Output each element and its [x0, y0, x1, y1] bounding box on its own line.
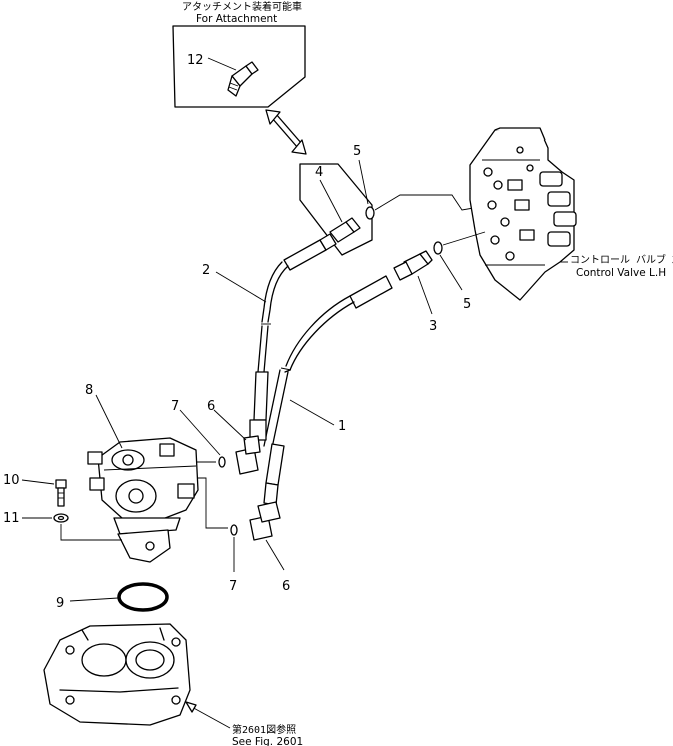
adapter-inset-frame [299, 163, 373, 256]
attachment-inset-frame [172, 25, 306, 108]
part-8-pump-assembly [87, 437, 199, 563]
leader-6a [213, 409, 247, 441]
leader-6b [265, 539, 285, 571]
leader-8 [95, 394, 123, 449]
callout-9: 9 [56, 596, 64, 611]
part-12-elbow-fitting [227, 61, 259, 97]
callout-4: 4 [315, 165, 323, 180]
callout-1: 1 [338, 419, 346, 434]
part-5-o-ring-upper [365, 206, 375, 220]
leader-valve-upper [374, 194, 486, 211]
callout-8: 8 [85, 383, 93, 398]
part-2-hose [249, 233, 337, 441]
part-5-o-ring-lower [433, 241, 443, 255]
leader-4 [319, 179, 343, 223]
callout-5b: 5 [463, 297, 471, 312]
leader-valve-lower [442, 231, 486, 246]
callout-7b: 7 [229, 579, 237, 594]
part-7-o-ring-upper [218, 456, 226, 468]
leader-10 [21, 479, 55, 485]
callout-6b: 6 [282, 579, 290, 594]
part-6-elbow-lower [249, 501, 281, 541]
leader-7a [179, 409, 221, 456]
callout-7a: 7 [171, 399, 179, 414]
attachment-note-jp: アタッチメント装着可能車 [182, 0, 302, 13]
attachment-note-en: For Attachment [196, 13, 277, 25]
leader-2 [215, 271, 267, 303]
pump-housing [43, 623, 191, 726]
leader-bolt-to-pump [60, 524, 122, 541]
control-valve-lh [469, 127, 577, 301]
see-fig-note-jp: 第2601図参照 [232, 723, 296, 736]
see-fig-arrow-icon [185, 701, 197, 713]
callout-2: 2 [202, 263, 210, 278]
attachment-inset: アタッチメント装着可能車 For Attachment 12 [172, 0, 306, 108]
see-fig-note-en: See Fig. 2601 [232, 736, 303, 746]
callout-12: 12 [187, 53, 204, 68]
callout-5a: 5 [353, 144, 361, 159]
part-11-washer [53, 513, 69, 523]
part-7-o-ring-lower [230, 524, 238, 536]
callout-3: 3 [429, 319, 437, 334]
part-6-elbow-upper [235, 435, 261, 475]
leader-see-fig [189, 705, 231, 729]
part-3-fitting [393, 250, 433, 281]
part-10-bolt [55, 479, 67, 507]
swap-arrow [265, 109, 307, 155]
control-valve-note-en: Control Valve L.H [576, 267, 666, 279]
leader-12 [207, 57, 237, 71]
callout-11: 11 [3, 511, 20, 526]
part-9-o-ring [117, 582, 169, 612]
callout-6a: 6 [207, 399, 215, 414]
callout-10: 10 [3, 473, 20, 488]
adapter-inset: 4 5 [299, 144, 375, 256]
part-4-adapter [329, 217, 361, 243]
leader-1 [289, 399, 335, 426]
leader-5a [358, 159, 369, 205]
leader-3 [417, 275, 433, 315]
leader-5b [439, 254, 463, 291]
leader-9 [69, 597, 119, 602]
part-1-hose [263, 275, 393, 506]
control-valve-note-jp: コントロール バルブ 左 [570, 253, 673, 266]
